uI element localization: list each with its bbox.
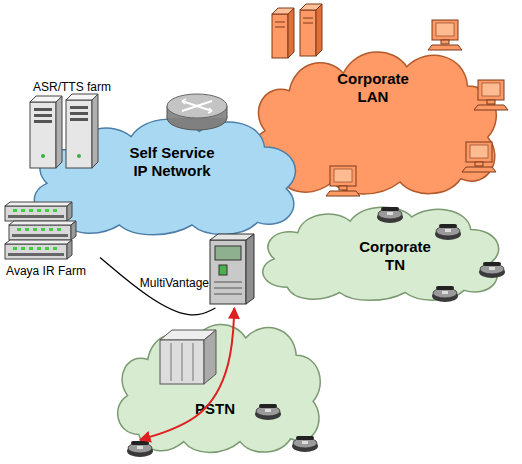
corporate-pc xyxy=(474,80,508,110)
server-farm xyxy=(34,120,52,123)
server-farm xyxy=(41,154,45,158)
corporate-pc xyxy=(462,142,496,172)
pbx-cabinet xyxy=(210,234,254,240)
ir-server-rack xyxy=(9,221,76,225)
ir-server-rack xyxy=(17,228,21,231)
server-farm xyxy=(70,106,88,109)
ir-server-rack xyxy=(67,202,72,221)
corporate-server xyxy=(300,10,316,56)
pbx-cabinet xyxy=(125,232,260,308)
node-label: Avaya IR Farm xyxy=(0,264,92,278)
router-symbol xyxy=(167,94,227,130)
pbx-cabinet xyxy=(219,265,227,275)
ir-server-rack xyxy=(37,247,41,250)
network-cloud xyxy=(263,207,499,300)
corporate-server xyxy=(316,4,322,56)
pbx-cabinet xyxy=(210,234,254,304)
pbx-cabinet: MultiVantage xyxy=(125,232,260,308)
ir-server-rack xyxy=(21,247,25,250)
ir-server-rack xyxy=(67,240,72,259)
ir-server-rack xyxy=(25,228,29,231)
node-label: PSTN xyxy=(175,400,255,418)
ir-server-rack xyxy=(13,209,17,212)
ir-server-rack xyxy=(13,247,17,250)
corporate-server xyxy=(275,22,285,23)
network-cloud xyxy=(105,312,330,456)
ir-server-rack xyxy=(71,221,76,240)
corporate-server xyxy=(288,8,294,58)
server-farm: ASR/TTS farm xyxy=(22,78,108,178)
pbx-cabinet xyxy=(215,246,241,260)
pstn-switch xyxy=(204,330,216,384)
corporate-server xyxy=(303,18,313,19)
corporate-server xyxy=(272,14,288,58)
corporate-pc xyxy=(326,166,360,196)
server-farm xyxy=(70,112,88,115)
pbx-cabinet xyxy=(214,288,242,289)
corporate-pc xyxy=(428,20,462,50)
ir-server-rack xyxy=(53,247,57,250)
network-cloud: PSTN xyxy=(105,312,330,440)
pstn-switch xyxy=(193,343,194,381)
server-farm xyxy=(30,102,56,168)
ir-server-rack xyxy=(5,202,72,206)
network-cloud xyxy=(118,325,321,453)
connector-line xyxy=(100,257,215,315)
ir-server-rack: Avaya IR Farm xyxy=(0,200,100,282)
ir-server-rack xyxy=(5,206,67,221)
pbx-cabinet xyxy=(214,294,242,295)
ir-server-rack xyxy=(29,247,33,250)
node-label: MultiVantage xyxy=(125,276,209,290)
server-farm xyxy=(70,118,88,121)
ir-server-rack xyxy=(9,225,71,240)
router-symbol xyxy=(167,94,227,118)
pbx-cabinet xyxy=(214,282,242,283)
ir-server-rack xyxy=(57,228,61,231)
server-farm xyxy=(34,114,52,117)
corporate-server xyxy=(303,23,313,24)
node-label: Self Service IP Network xyxy=(122,144,222,180)
node-label: Corporate LAN xyxy=(328,70,418,106)
server-farm xyxy=(34,108,52,111)
ir-server-rack xyxy=(5,240,72,244)
pbx-cabinet xyxy=(210,240,246,304)
pstn-switch xyxy=(160,330,216,384)
pbx-cabinet xyxy=(246,234,254,304)
ir-server-rack xyxy=(41,228,45,231)
ir-server-rack xyxy=(8,215,64,218)
ir-server-rack xyxy=(5,244,67,259)
node-label: Corporate TN xyxy=(350,238,440,274)
router-symbol xyxy=(182,101,212,111)
ir-server-rack xyxy=(53,209,57,212)
ir-server-rack xyxy=(12,234,68,237)
ir-server-rack xyxy=(33,228,37,231)
pstn-switch xyxy=(171,343,172,381)
pstn-switch xyxy=(182,343,183,381)
ir-server-rack xyxy=(21,209,25,212)
router-symbol xyxy=(182,99,212,113)
network-cloud xyxy=(34,119,295,234)
server-farm xyxy=(56,96,62,168)
server-farm xyxy=(77,154,81,158)
pstn-switch xyxy=(160,340,204,384)
ir-server-rack xyxy=(8,253,64,256)
ir-server-rack xyxy=(49,228,53,231)
corporate-server xyxy=(272,4,322,58)
ir-server-rack xyxy=(37,209,41,212)
node-label: ASR/TTS farm xyxy=(19,80,125,94)
server-farm xyxy=(92,94,98,168)
ir-server-rack xyxy=(45,247,49,250)
ir-server-rack xyxy=(29,209,33,212)
server-farm xyxy=(66,100,92,168)
corporate-server xyxy=(275,27,285,28)
ir-server-rack xyxy=(5,202,76,259)
ir-server-rack xyxy=(45,209,49,212)
